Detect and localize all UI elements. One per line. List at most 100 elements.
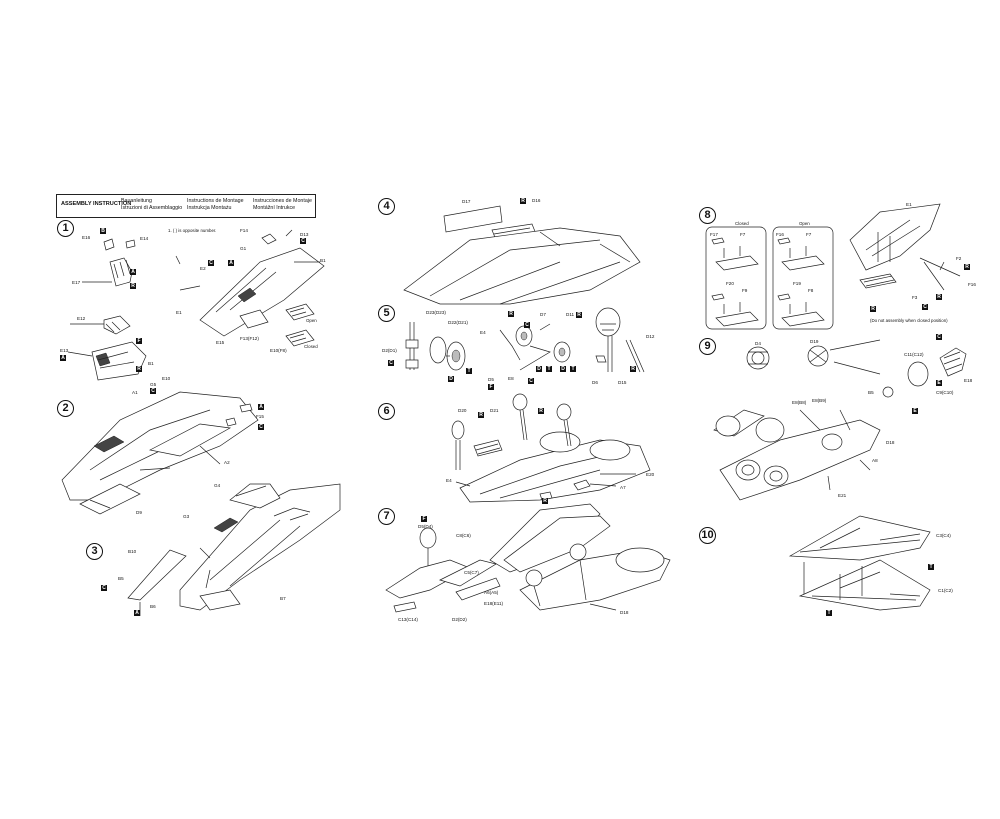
- part-label: F19: [793, 281, 801, 286]
- header-lang-cz: Montážní Intrukce: [253, 205, 296, 211]
- step-6-drawing: [451, 393, 651, 503]
- part-label: D13: [300, 232, 309, 237]
- assembly-instruction-header: ASSEMBLY INSTRUCTION Bauanleitung Istruz…: [56, 194, 316, 218]
- sprue-tag: R: [136, 366, 142, 372]
- step-1-drawing: [67, 229, 325, 381]
- part-label: B1: [148, 361, 154, 366]
- sprue-tag: C: [258, 424, 264, 430]
- part-label: D4: [755, 341, 761, 346]
- part-label: F17: [710, 232, 718, 237]
- part-label: F2: [956, 256, 962, 261]
- header-lang-it: Istruzioni di Assemblaggio: [121, 205, 183, 211]
- part-label: C11(C12): [904, 352, 924, 357]
- part-label: F8: [808, 288, 814, 293]
- part-label: D22(D21): [448, 320, 468, 325]
- header-title: ASSEMBLY INSTRUCTION: [61, 201, 132, 207]
- part-label: D20: [458, 408, 467, 413]
- part-label: E8(B9): [812, 398, 827, 403]
- sprue-tag: A: [258, 404, 264, 410]
- step-1-number: 1: [57, 220, 74, 237]
- header-lang-pl: Instrukcja Montażu: [187, 205, 232, 211]
- step-4-number: 4: [378, 198, 395, 215]
- sprue-tag: R: [478, 412, 484, 418]
- sprue-tag: F: [488, 384, 494, 390]
- part-label: E4: [480, 330, 486, 335]
- sprue-tag: T: [928, 564, 934, 570]
- sprue-tag: A: [130, 269, 136, 275]
- part-label: F20: [726, 281, 734, 286]
- sprue-tag: R: [576, 312, 582, 318]
- sprue-tag: E: [936, 380, 942, 386]
- part-label: E1: [906, 202, 912, 207]
- step-8-drawing: [705, 203, 961, 330]
- part-label: E10: [162, 376, 171, 381]
- sprue-tag: B: [100, 228, 106, 234]
- sprue-tag: R: [130, 283, 136, 289]
- part-label: E17: [72, 280, 81, 285]
- sprue-tag: C: [922, 304, 928, 310]
- sprue-tag: C: [208, 260, 214, 266]
- step-4-drawing: [403, 205, 641, 305]
- step-9-drawing: [713, 339, 967, 501]
- sprue-tag: C: [528, 378, 534, 384]
- part-label: B5: [868, 390, 874, 395]
- sprue-tag: F: [136, 338, 142, 344]
- sprue-tag: R: [630, 366, 636, 372]
- part-label: E14: [140, 236, 149, 241]
- header-col-3: Instrucciones de Montaje Montážní Intruk…: [253, 198, 312, 212]
- part-label: F16: [776, 232, 784, 237]
- sprue-tag: C: [150, 388, 156, 394]
- part-label: F16: [968, 282, 976, 287]
- note-do-not-assembly: (Do not assembly when closed position): [870, 318, 948, 323]
- part-label: A8: [872, 458, 878, 463]
- header-lang-fr: Instructions de Montage: [187, 198, 244, 204]
- step-3-number: 3: [86, 543, 103, 560]
- note-opposite-number: 1. ( ) is opposite number.: [168, 228, 217, 233]
- part-label: G4: [214, 483, 221, 488]
- part-label: C3(C4): [936, 533, 951, 538]
- part-label: F9: [742, 288, 748, 293]
- header-col-1: Bauanleitung Istruzioni di Assemblaggio: [121, 198, 182, 212]
- part-label: B7: [280, 596, 286, 601]
- step-5-drawing: [405, 307, 645, 373]
- part-label: F7: [806, 232, 812, 237]
- step-6-number: 6: [378, 403, 395, 420]
- step-3-drawing: [127, 483, 341, 616]
- part-label: G1: [240, 246, 247, 251]
- sprue-tag: C: [524, 322, 530, 328]
- step-10-number: 10: [699, 527, 716, 544]
- part-label: D5(D4): [418, 524, 433, 529]
- part-label: D21: [490, 408, 499, 413]
- part-label: B10: [128, 549, 137, 554]
- header-lang-de: Bauanleitung: [121, 198, 152, 204]
- part-label: F3: [912, 295, 918, 300]
- sprue-tag: R: [508, 311, 514, 317]
- sprue-tag: T: [570, 366, 576, 372]
- step-7-number: 7: [378, 508, 395, 525]
- sprue-tag: F: [421, 516, 427, 522]
- sprue-tag: A: [60, 355, 66, 361]
- part-label: E21: [838, 493, 847, 498]
- sprue-tag: A: [228, 260, 234, 266]
- sprue-tag: R: [936, 294, 942, 300]
- part-label: C5(C7): [464, 570, 479, 575]
- part-label: D15: [618, 380, 627, 385]
- sprue-tag: R: [870, 306, 876, 312]
- part-label: F15: [256, 414, 264, 419]
- part-label: E8(B8): [792, 400, 807, 405]
- step-7-drawing: [385, 503, 671, 613]
- sprue-tag: C: [300, 238, 306, 244]
- part-label: D18: [620, 610, 629, 615]
- part-label: E10(F8): [270, 348, 287, 353]
- sprue-tag: D: [448, 376, 454, 382]
- part-label: E18(E11): [484, 601, 504, 606]
- part-label: E15: [216, 340, 225, 345]
- part-label: D23(D23): [426, 310, 446, 315]
- sprue-tag: R: [520, 198, 526, 204]
- note-step8-open: Open: [799, 221, 810, 226]
- part-label: C9(C10): [936, 390, 954, 395]
- part-label: D18: [886, 440, 895, 445]
- sprue-tag: E: [912, 408, 918, 414]
- part-label: B1: [320, 258, 326, 263]
